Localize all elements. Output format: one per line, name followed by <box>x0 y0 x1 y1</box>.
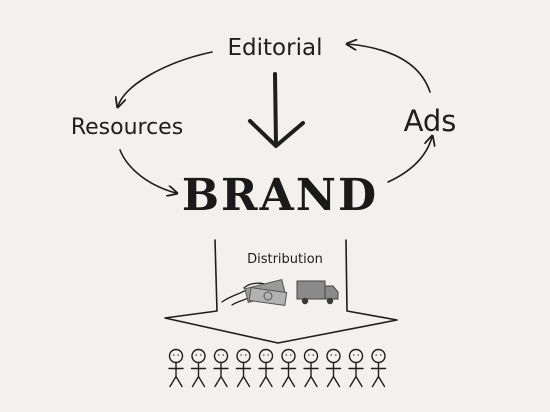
stick-figure-icon <box>235 348 252 388</box>
stick-figure-icon <box>348 348 364 388</box>
arrow-editorial-to-resources <box>118 51 213 106</box>
stick-figure-icon <box>303 348 319 388</box>
label-editorial: Editorial <box>228 35 323 61</box>
stick-figure-icon <box>168 348 184 388</box>
down-arrow-icon <box>248 72 305 148</box>
label-brand: BRAND <box>182 170 378 221</box>
stick-figure-icon <box>190 348 207 388</box>
stick-figure-icon <box>280 348 297 388</box>
truck-icon <box>296 280 339 305</box>
arrow-brand-to-ads <box>387 137 432 183</box>
stick-figure-icon <box>325 348 342 388</box>
label-resources: Resources <box>71 115 183 140</box>
label-ads: Ads <box>404 104 457 138</box>
stick-figure-icon <box>258 348 274 388</box>
arrow-ads-to-editorial <box>348 44 431 93</box>
label-distribution: Distribution <box>247 252 323 267</box>
stick-figure-icon <box>213 348 229 388</box>
distribution-funnel-arrow <box>164 239 398 344</box>
stick-figure-icon <box>370 348 387 388</box>
money-hand-icon <box>221 279 288 307</box>
arrow-resources-to-brand <box>119 149 176 193</box>
audience-group <box>168 348 387 388</box>
